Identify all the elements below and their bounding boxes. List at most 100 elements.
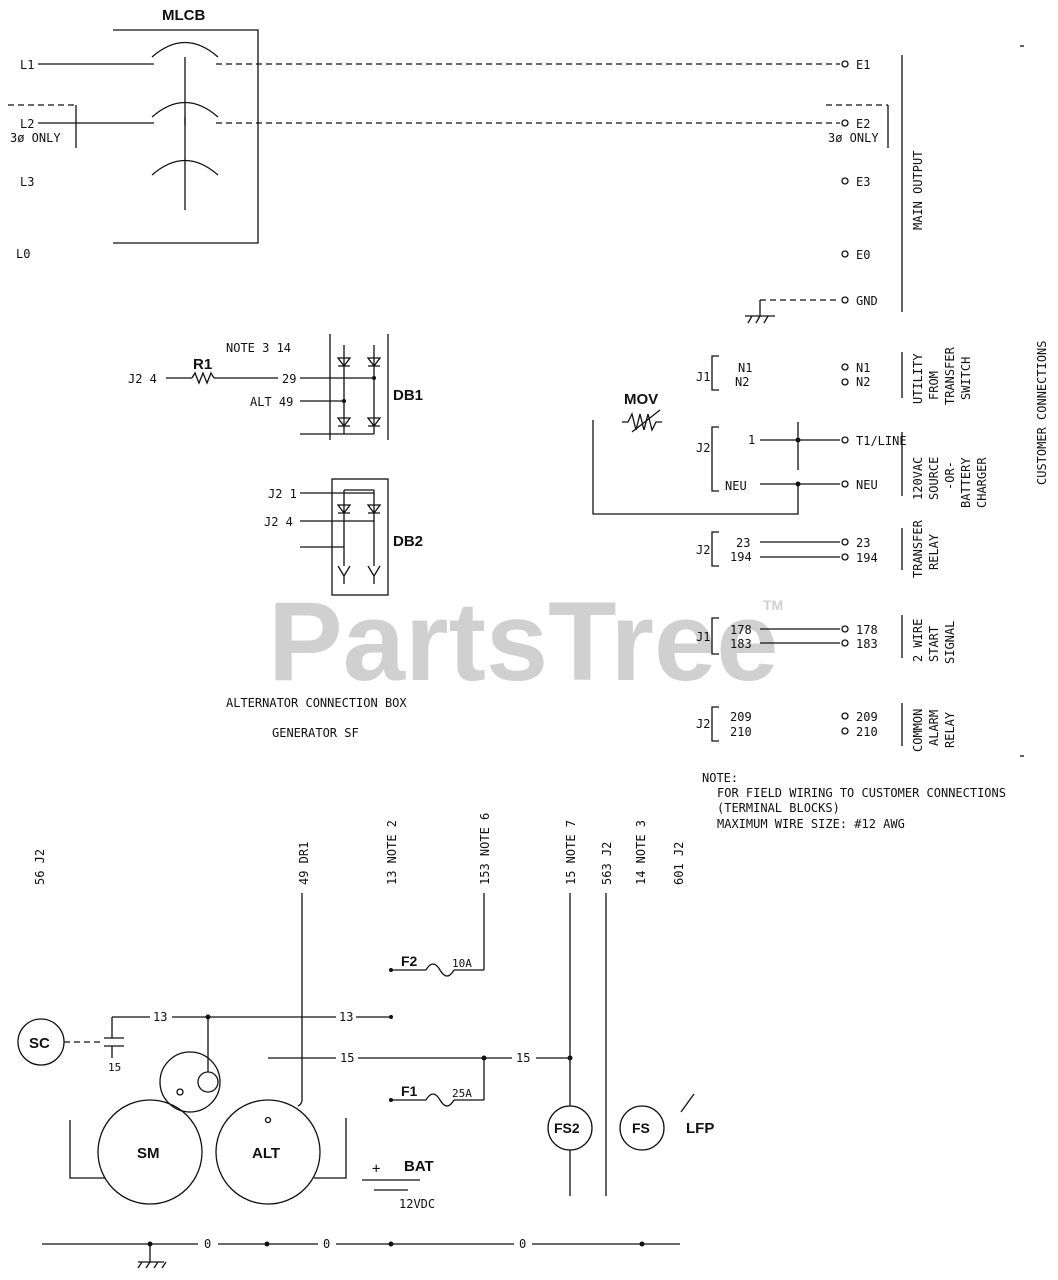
svg-text:CHARGER: CHARGER bbox=[975, 457, 989, 508]
wire-13-a: 13 bbox=[153, 1010, 167, 1024]
svg-text:SWITCH: SWITCH bbox=[959, 357, 973, 400]
sm-circle bbox=[97, 1099, 203, 1205]
main-output-terminals bbox=[841, 60, 889, 304]
wire-0-b: 0 bbox=[323, 1237, 330, 1251]
svg-text:209: 209 bbox=[730, 710, 752, 724]
capacitor bbox=[64, 1017, 124, 1058]
note-line-2: (TERMINAL BLOCKS) bbox=[717, 801, 840, 815]
svg-text:178: 178 bbox=[730, 623, 752, 637]
svg-text:194: 194 bbox=[730, 550, 752, 564]
mlcb-breaker bbox=[113, 29, 259, 244]
svg-text:183: 183 bbox=[730, 637, 752, 651]
fs2-label: FS2 bbox=[554, 1120, 580, 1136]
main-output-title: MAIN OUTPUT bbox=[911, 151, 925, 230]
svg-text:2 WIRE: 2 WIRE bbox=[911, 619, 925, 662]
svg-text:N2: N2 bbox=[856, 375, 870, 389]
svg-text:START: START bbox=[927, 626, 941, 662]
j2-4-r1-label: J2 4 bbox=[128, 372, 157, 386]
svg-text:-OR-: -OR- bbox=[943, 461, 957, 490]
alt-49-label: ALT 49 bbox=[250, 395, 293, 409]
three-phase-only-right: 3ø ONLY bbox=[828, 131, 879, 145]
note-head: NOTE: bbox=[702, 771, 738, 785]
svg-text:23: 23 bbox=[736, 536, 750, 550]
alt-circle bbox=[215, 1099, 321, 1205]
fs2-circle bbox=[547, 1105, 593, 1151]
svg-text:J1: J1 bbox=[696, 630, 710, 644]
svg-text:NEU: NEU bbox=[725, 479, 747, 493]
lfp-label: LFP bbox=[686, 1120, 714, 1137]
svg-text:RELAY: RELAY bbox=[943, 711, 957, 748]
vertical-wire-labels: 56 J2 49 DR1 13 NOTE 2 153 NOTE 6 15 NOT… bbox=[33, 813, 686, 885]
db1-label: DB1 bbox=[393, 387, 423, 404]
svg-text:N2: N2 bbox=[735, 375, 749, 389]
svg-text:J1: J1 bbox=[696, 370, 710, 384]
ground-bus bbox=[42, 1241, 680, 1269]
svg-text:UTILITY: UTILITY bbox=[911, 353, 925, 404]
svg-text:N1: N1 bbox=[738, 361, 752, 375]
svg-text:RELAY: RELAY bbox=[927, 533, 941, 570]
svg-text:23: 23 bbox=[856, 536, 870, 550]
svg-text:14 NOTE 3: 14 NOTE 3 bbox=[634, 820, 648, 885]
terminal-e2: E2 bbox=[856, 117, 870, 131]
svg-text:J2: J2 bbox=[696, 441, 710, 455]
sm-label: SM bbox=[137, 1145, 160, 1162]
connection-box-subcaption: GENERATOR SF bbox=[272, 726, 359, 740]
svg-text:SOURCE: SOURCE bbox=[927, 457, 941, 500]
alt-label: ALT bbox=[252, 1145, 280, 1162]
connection-box-caption: ALTERNATOR CONNECTION BOX bbox=[226, 696, 407, 710]
svg-text:210: 210 bbox=[856, 725, 878, 739]
svg-text:601 J2: 601 J2 bbox=[672, 842, 686, 885]
fs-circle bbox=[619, 1105, 665, 1151]
svg-text:TRANSFER: TRANSFER bbox=[943, 346, 957, 405]
wire-15-a: 15 bbox=[340, 1051, 354, 1065]
svg-text:TRANSFER: TRANSFER bbox=[911, 519, 925, 578]
db2-label: DB2 bbox=[393, 533, 423, 550]
svg-text:56 J2: 56 J2 bbox=[33, 849, 47, 885]
wire-29-label: 29 bbox=[282, 372, 296, 386]
svg-text:ALARM: ALARM bbox=[927, 710, 941, 746]
svg-text:15 NOTE 7: 15 NOTE 7 bbox=[564, 820, 578, 885]
svg-text:153 NOTE 6: 153 NOTE 6 bbox=[478, 813, 492, 885]
svg-text:NEU: NEU bbox=[856, 478, 878, 492]
r1-label: R1 bbox=[193, 356, 212, 373]
wire-13-b: 13 bbox=[339, 1010, 353, 1024]
r1-resistor bbox=[191, 371, 215, 385]
f1-label: F1 bbox=[401, 1083, 418, 1099]
battery bbox=[362, 1179, 420, 1191]
terminal-l3: L3 bbox=[20, 175, 34, 189]
terminal-e1: E1 bbox=[856, 58, 870, 72]
mlcb-label: MLCB bbox=[162, 7, 205, 24]
svg-text:120VAC: 120VAC bbox=[911, 457, 925, 500]
note-3-14: NOTE 3 14 bbox=[226, 341, 291, 355]
svg-text:SIGNAL: SIGNAL bbox=[943, 621, 957, 664]
f2-rating: 10A bbox=[452, 957, 472, 970]
j2-1-label: J2 1 bbox=[268, 487, 297, 501]
f2-label: F2 bbox=[401, 953, 418, 969]
terminal-l0: L0 bbox=[16, 247, 30, 261]
svg-text:N1: N1 bbox=[856, 361, 870, 375]
wire-0-a: 0 bbox=[204, 1237, 211, 1251]
svg-text:49 DR1: 49 DR1 bbox=[297, 842, 311, 885]
wire-15-b: 15 bbox=[516, 1051, 530, 1065]
terminal-l2: L2 bbox=[20, 117, 34, 131]
svg-text:178: 178 bbox=[856, 623, 878, 637]
fs-label: FS bbox=[632, 1120, 650, 1136]
svg-text:194: 194 bbox=[856, 551, 878, 565]
sc-circle bbox=[17, 1018, 65, 1066]
f1-rating: 25A bbox=[452, 1087, 472, 1100]
two-wire-start-block: J1 178 183 178 183 2 WIRE START SIGNAL bbox=[696, 615, 957, 664]
svg-text:FROM: FROM bbox=[927, 371, 941, 400]
db1-bridge bbox=[329, 334, 389, 440]
alarm-relay-block: J2 209 210 209 210 COMMON ALARM RELAY bbox=[696, 703, 957, 752]
terminal-l1: L1 bbox=[20, 58, 34, 72]
fuse-f2 bbox=[389, 963, 484, 977]
mov-symbol bbox=[622, 409, 662, 433]
source-block: J2 1 NEU T1/LINE NEU 120VAC SOURCE -OR- … bbox=[696, 426, 989, 508]
terminal-gnd: GND bbox=[856, 294, 878, 308]
svg-text:563 J2: 563 J2 bbox=[600, 842, 614, 885]
mov-label: MOV bbox=[624, 391, 658, 408]
terminal-e3: E3 bbox=[856, 175, 870, 189]
terminal-e0: E0 bbox=[856, 248, 870, 262]
j2-4-label: J2 4 bbox=[264, 515, 293, 529]
